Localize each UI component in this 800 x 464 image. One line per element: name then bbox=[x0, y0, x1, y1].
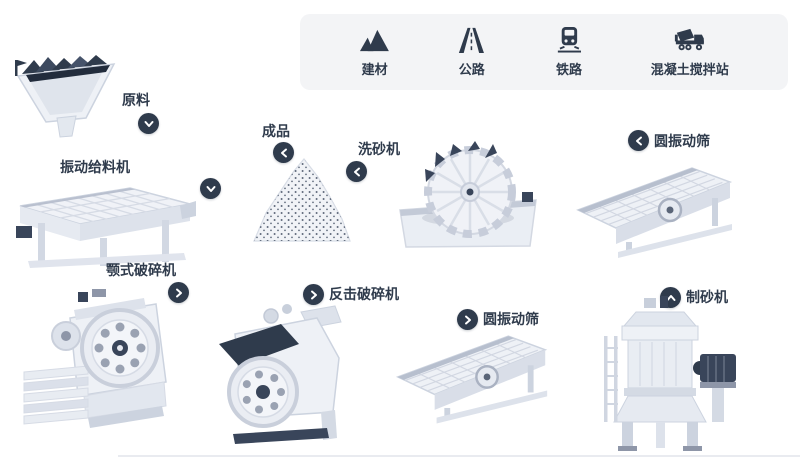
chevron-left-icon bbox=[280, 148, 287, 157]
arrow-badge-finished-product bbox=[273, 142, 294, 163]
arrow-badge-circular-screen-1 bbox=[628, 130, 649, 151]
label-sand-washer: 洗砂机 bbox=[358, 141, 400, 157]
arrow-badge-vibrating-feeder bbox=[200, 178, 221, 199]
sand-washer-illustration bbox=[399, 141, 537, 248]
arrow-badge-jaw-crusher bbox=[168, 282, 189, 303]
chevron-right-icon bbox=[310, 290, 317, 299]
chevron-down-icon bbox=[144, 120, 153, 127]
label-impact-crusher: 反击破碎机 bbox=[329, 286, 399, 302]
chevron-right-icon bbox=[464, 315, 471, 324]
highway-icon bbox=[459, 27, 485, 53]
railway-icon bbox=[557, 26, 581, 53]
circular-vibrating-screen-illustration-1 bbox=[576, 167, 733, 258]
circular-vibrating-screen-illustration-2 bbox=[395, 335, 548, 424]
legend-item-railway: 铁路 bbox=[554, 26, 585, 78]
concrete-mixing-plant-icon bbox=[675, 28, 705, 51]
legend-item-label: 混凝土搅拌站 bbox=[650, 62, 729, 77]
ground-line bbox=[118, 455, 800, 457]
raw-material-hopper-illustration bbox=[15, 55, 116, 138]
label-raw-material: 原料 bbox=[122, 92, 150, 108]
label-circular-vibrating-screen-1: 圆振动筛 bbox=[654, 133, 710, 149]
arrow-badge-circular-screen-2 bbox=[457, 309, 478, 330]
arrow-badge-impact-crusher bbox=[303, 284, 324, 305]
legend-item-label: 公路 bbox=[458, 62, 485, 77]
label-finished-product: 成品 bbox=[262, 123, 290, 139]
chevron-right-icon bbox=[175, 288, 182, 297]
vibrating-feeder-illustration bbox=[16, 187, 196, 268]
applications-legend-panel: 建材 公路 铁路 bbox=[300, 14, 788, 90]
label-jaw-crusher: 颚式破碎机 bbox=[106, 262, 176, 278]
chevron-up-icon bbox=[666, 294, 675, 301]
arrow-badge-raw-material bbox=[138, 113, 159, 134]
building-materials-icon bbox=[360, 29, 390, 52]
chevron-down-icon bbox=[206, 185, 215, 192]
jaw-crusher-illustration bbox=[23, 289, 167, 428]
label-sand-maker: 制砂机 bbox=[686, 289, 728, 305]
legend-item-label: 建材 bbox=[361, 62, 388, 77]
impact-crusher-illustration bbox=[219, 304, 342, 444]
finished-product-pile-illustration bbox=[253, 158, 351, 242]
chevron-left-icon bbox=[635, 136, 642, 145]
label-vibrating-feeder: 振动给料机 bbox=[60, 159, 130, 175]
arrow-badge-sand-washer bbox=[346, 161, 367, 182]
legend-item-building-materials: 建材 bbox=[359, 26, 390, 78]
legend-item-highway: 公路 bbox=[456, 26, 487, 78]
chevron-left-icon bbox=[353, 167, 360, 176]
label-circular-vibrating-screen-2: 圆振动筛 bbox=[483, 311, 539, 327]
legend-item-label: 铁路 bbox=[555, 62, 582, 77]
legend-item-concrete-mixing-plant: 混凝土搅拌站 bbox=[651, 26, 729, 78]
sand-maker-illustration bbox=[604, 296, 736, 451]
